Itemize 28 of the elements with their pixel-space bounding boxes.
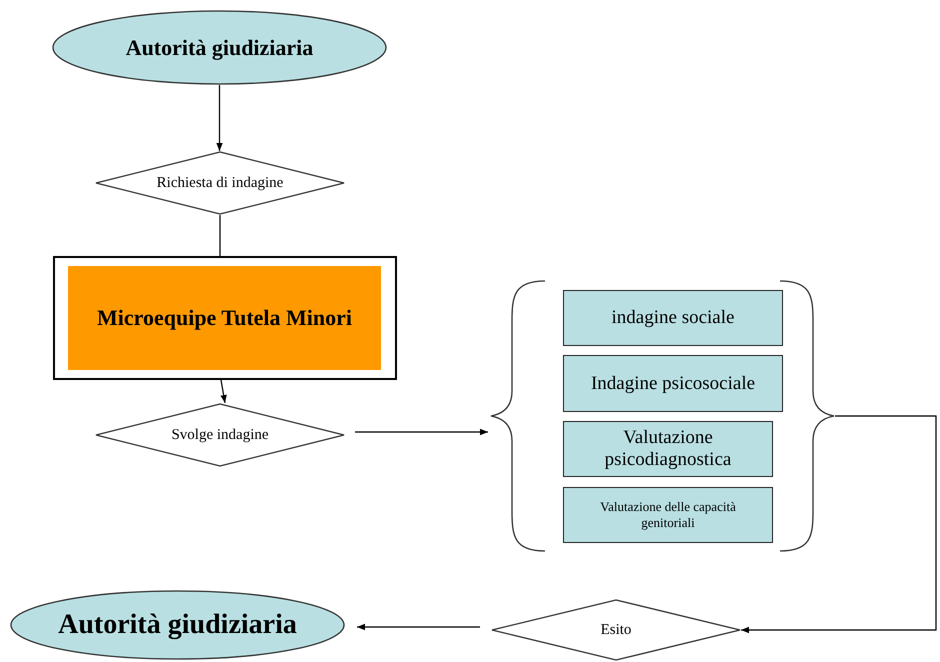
- arrow: [216, 85, 223, 151]
- outer-frame-box: [53, 256, 397, 380]
- decision-diamond: [95, 151, 345, 215]
- node-label: indagine sociale: [612, 307, 734, 329]
- node-label: Richiesta di indagine: [156, 174, 284, 192]
- process-box: [68, 266, 381, 370]
- node-label: Indagine psicosociale: [590, 372, 756, 394]
- arrow: [357, 624, 480, 630]
- end-ellipse: [10, 590, 345, 660]
- start-ellipse: [52, 10, 387, 85]
- decision-diamond: [95, 403, 345, 467]
- arrow: [355, 428, 488, 436]
- node-label: Valutazione delle capacità genitoriali: [599, 499, 737, 531]
- arrow: [220, 380, 227, 404]
- activity-box: [563, 355, 783, 412]
- node-label: Autorità giudiziaria: [58, 609, 297, 641]
- activity-box: [563, 290, 783, 346]
- decision-diamond: [491, 599, 741, 661]
- node-label: Microequipe Tutela Minori: [96, 305, 352, 331]
- node-label: Valutazione psicodiagnostica: [604, 427, 732, 471]
- activity-box: [563, 421, 773, 477]
- activity-box: [563, 487, 773, 543]
- node-label: Autorità giudiziaria: [126, 34, 314, 60]
- curly-brace-group: [490, 280, 835, 552]
- arrow: [741, 415, 937, 634]
- node-label: Svolge indagine: [171, 426, 269, 444]
- node-label: Esito: [600, 622, 632, 638]
- connector-line: [219, 215, 221, 256]
